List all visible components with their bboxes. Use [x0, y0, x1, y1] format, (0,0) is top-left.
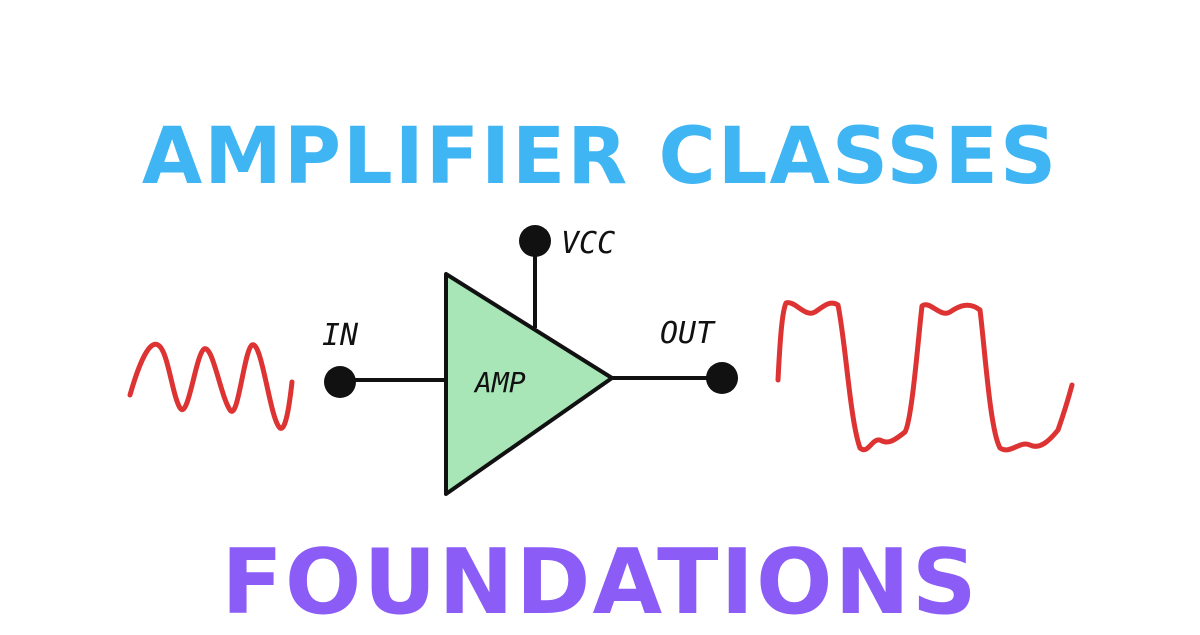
main-title: AMPLIFIER CLASSES [141, 112, 1059, 202]
vcc-label: VCC [561, 226, 615, 261]
amplifier-diagram: IN AMP VCC OUT [127, 225, 1075, 496]
subtitle: FOUNDATIONS [221, 530, 979, 635]
output-terminal-dot [706, 362, 738, 394]
output-clipped-wave [775, 300, 1075, 453]
output-label: OUT [660, 316, 716, 351]
input-sine-wave [127, 341, 295, 431]
amplifier-triangle [444, 272, 614, 496]
amp-label: AMP [473, 366, 526, 399]
input-label: IN [322, 318, 359, 353]
